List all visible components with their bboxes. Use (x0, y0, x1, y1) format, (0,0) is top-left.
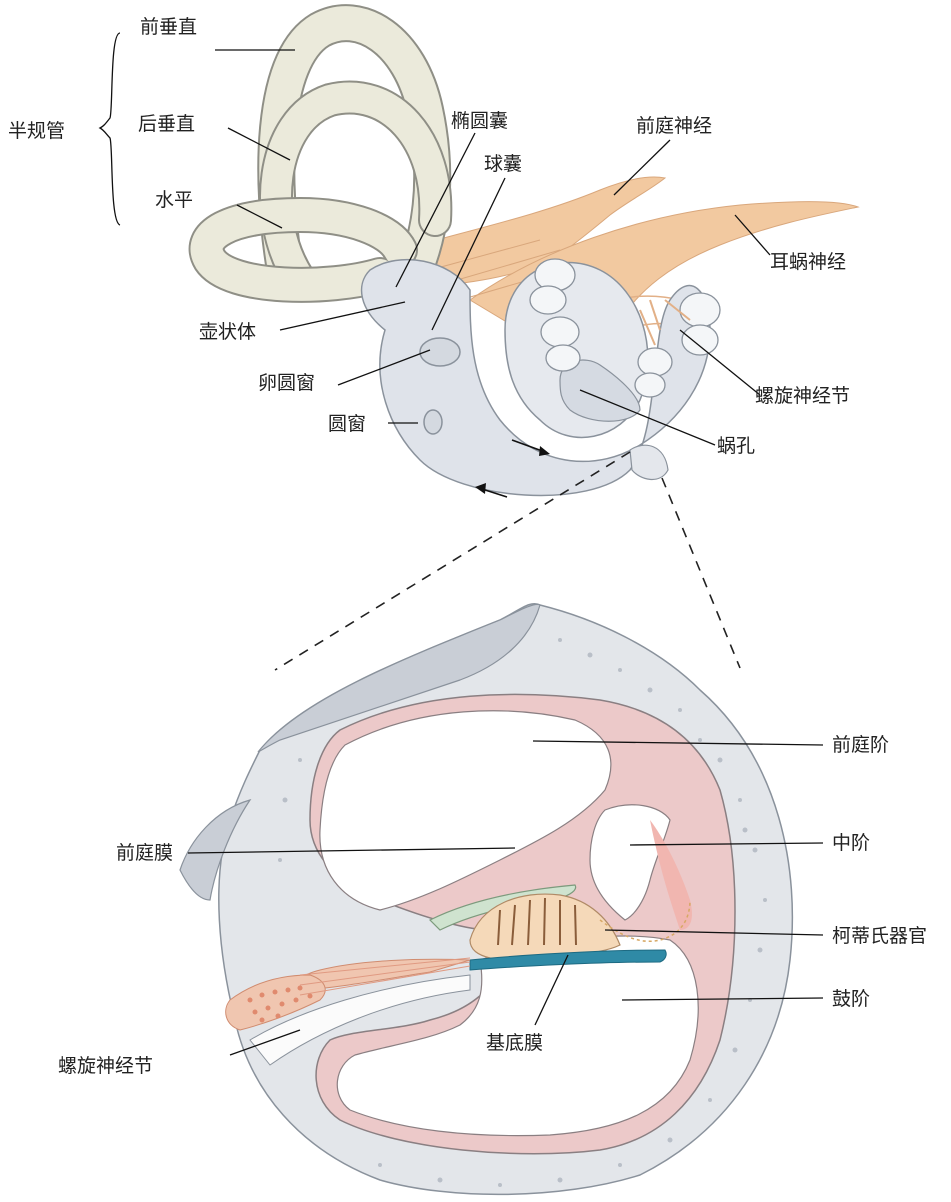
label-horizontal: 水平 (155, 189, 193, 211)
label-organ-of-corti: 柯蒂氏器官 (832, 925, 927, 947)
label-cochlear-nerve: 耳蜗神经 (770, 251, 846, 273)
label-scala-vestibuli: 前庭阶 (832, 734, 889, 756)
labyrinth-illustration (207, 23, 858, 497)
cross-section (180, 604, 792, 1195)
label-saccule: 球囊 (484, 153, 522, 175)
label-posterior-vertical: 后垂直 (138, 113, 195, 135)
label-utricle: 椭圆囊 (451, 110, 508, 132)
label-ampulla: 壶状体 (199, 321, 256, 343)
label-vestibular-membrane: 前庭膜 (116, 842, 173, 864)
label-scala-media: 中阶 (832, 832, 870, 854)
label-round-window: 圆窗 (328, 413, 366, 435)
label-scala-tympani: 鼓阶 (832, 988, 870, 1010)
label-spiral-ganglion-top: 螺旋神经节 (755, 385, 850, 407)
label-oval-window: 卵圆窗 (258, 372, 315, 394)
label-basilar-membrane: 基底膜 (486, 1032, 543, 1054)
label-anterior-vertical: 前垂直 (140, 16, 197, 38)
label-helicotrema: 蜗孔 (717, 435, 755, 457)
cochlea-body (362, 259, 720, 495)
label-vestibular-nerve: 前庭神经 (636, 115, 712, 137)
semicircular-canals (207, 23, 436, 285)
label-spiral-ganglion-bottom: 螺旋神经节 (58, 1055, 153, 1077)
label-semicircular-canals: 半规管 (8, 120, 65, 142)
